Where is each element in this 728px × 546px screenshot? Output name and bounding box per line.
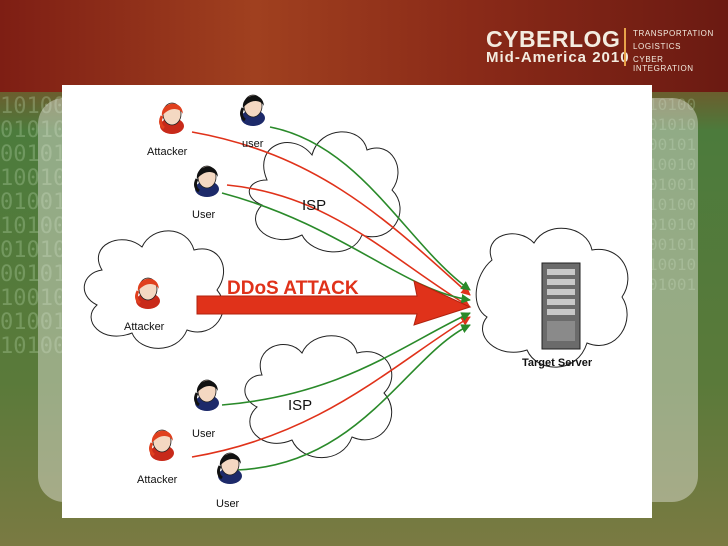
ddos-attack-label: DDoS ATTACK <box>227 278 359 299</box>
user-paths <box>221 126 471 471</box>
ddos-diagram: DDoS ATTACK ISP ISP Target Server Attack… <box>83 93 629 510</box>
user-path-3 <box>221 312 471 406</box>
header-band <box>0 0 728 92</box>
cyberlog-logo: CYBERLOG Mid-America 2010 TRANSPORTATION… <box>486 26 722 73</box>
target-server-label: Target Server <box>522 357 593 369</box>
user-path-4 <box>236 324 471 471</box>
user-top-label: User <box>192 209 216 221</box>
isp-label-bottom: ISP <box>288 397 312 414</box>
attacker-bottom-icon <box>148 428 176 463</box>
binary-background-right: 10100 01010 00101 10010 01001 10100 0101… <box>648 95 697 294</box>
server-icon <box>541 262 581 350</box>
attack-path-bottom <box>191 316 471 458</box>
attack-path-top <box>191 131 471 296</box>
logo-line-2: LOGISTICS <box>633 42 682 51</box>
logo-subtitle: Mid-America 2010 <box>486 49 630 66</box>
attacker-center-label: Attacker <box>124 321 165 333</box>
user-bottom-1-label: User <box>192 428 216 440</box>
attack-paths <box>191 131 471 458</box>
isp-cloud-bottom <box>244 335 393 459</box>
logo-title: CYBERLOG <box>486 26 621 52</box>
attacker-top-label: Attacker <box>147 146 188 158</box>
user-top-small-label: user <box>242 138 264 150</box>
isp-label-top: ISP <box>302 197 326 214</box>
user-top-icon <box>193 164 221 199</box>
attacker-top-icon <box>158 101 186 136</box>
logo-line-3: CYBER INTEGRATION <box>633 55 694 73</box>
user-bottom-2-label: User <box>216 498 240 510</box>
user-bottom-2-icon <box>216 451 244 486</box>
logo-divider <box>624 28 626 66</box>
user-path-1 <box>269 126 471 291</box>
ddos-attack-arrow <box>196 280 472 326</box>
attacker-bottom-label: Attacker <box>137 474 178 486</box>
user-path-2 <box>221 192 471 304</box>
logo-line-1: TRANSPORTATION <box>633 29 714 38</box>
user-top-small-icon <box>239 93 267 128</box>
attack-path-user-top <box>226 184 471 308</box>
user-bottom-1-icon <box>193 378 221 413</box>
